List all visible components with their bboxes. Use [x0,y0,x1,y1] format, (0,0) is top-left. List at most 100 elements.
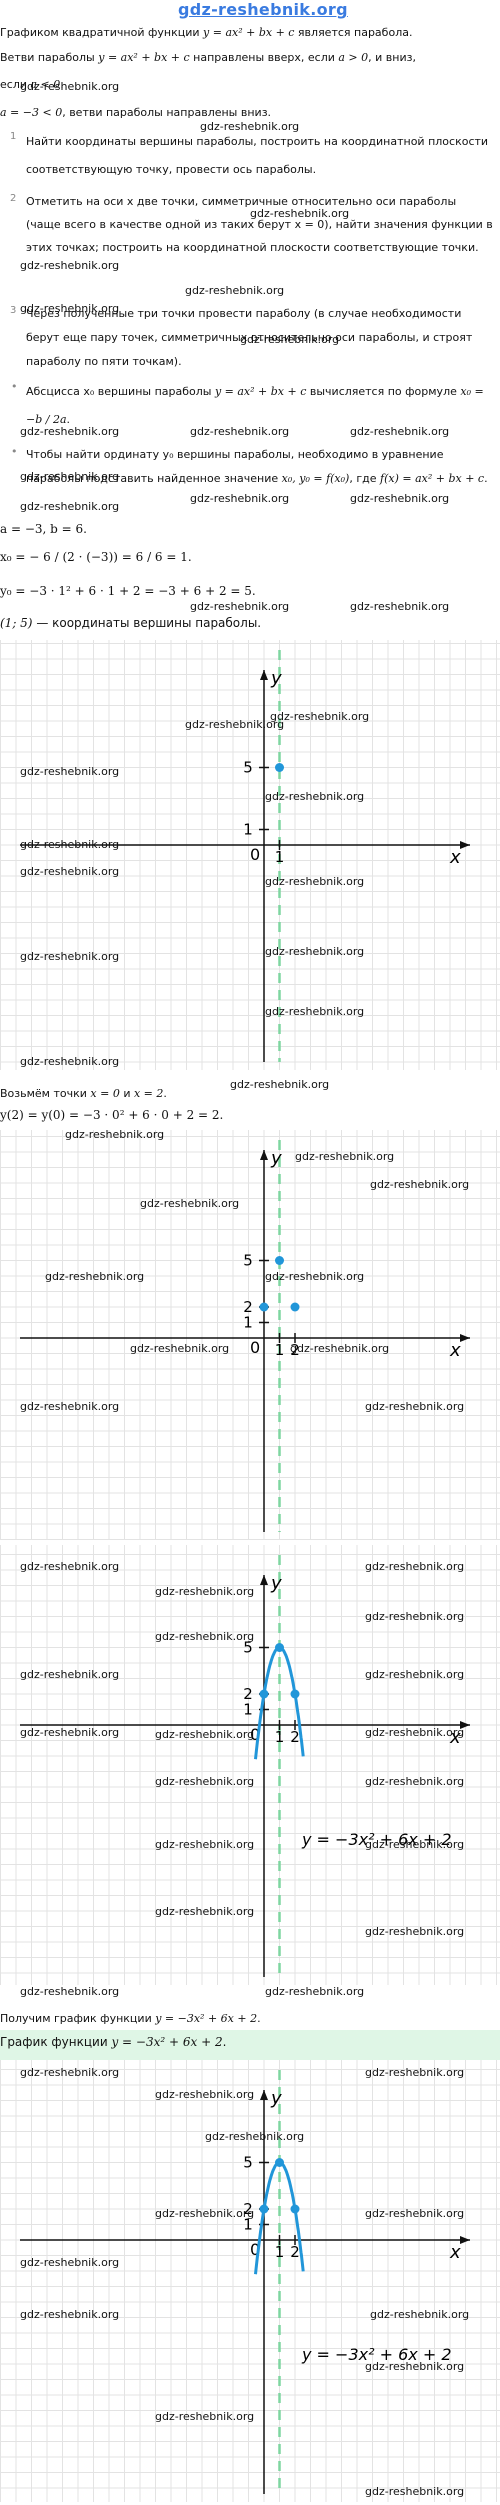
calc-x0: x₀ = − 6 / (2 · (−3)) = 6 / 6 = 1. [0,550,192,564]
formula: a = −3 < 0 [0,106,63,119]
formula: x₀, y₀ = f(x₀) [281,472,350,485]
formula: x = 2 [133,1087,164,1100]
watermark: gdz-reshebnik.org [20,765,120,778]
y-tick-label: 1 [243,2216,253,2234]
x-tick-label: 2 [290,2243,300,2261]
y-tick-label: 2 [243,2200,253,2218]
site-title[interactable]: gdz-reshebnik.org [178,0,348,19]
calc-y0: y₀ = −3 · 1² + 6 · 1 + 2 = −3 + 6 + 2 = … [0,584,256,598]
bullet-dot: • [11,445,18,458]
intro-text: , ветви параболы направлены вниз. [62,106,272,119]
watermark: gdz-reshebnik.org [370,2308,470,2321]
watermark: gdz-reshebnik.org [365,2485,465,2498]
take-points-text: Возьмём точки [0,1087,91,1100]
watermark: gdz-reshebnik.org [20,1400,120,1413]
y-axis-arrow [260,1150,268,1160]
bullet-text-part: , где [349,472,380,485]
step-number: 2 [10,193,17,204]
watermark: gdz-reshebnik.org [365,1925,465,1938]
origin-label: 0 [250,1725,260,1744]
watermark: gdz-reshebnik.org [365,1560,465,1573]
y-tick-label: 1 [243,821,253,839]
formula: y = −3x² + 6x + 2 [111,2035,223,2049]
intro-text: направлены вверх, если [189,51,339,64]
watermark: gdz-reshebnik.org [185,718,285,731]
result-text: Получим график функции [0,2012,156,2025]
formula: y = −3x² + 6x + 2 [155,2012,258,2025]
formula: (1; 5) [0,616,33,630]
formula: a > 0 [338,51,369,64]
formula: a < 0 [30,78,61,91]
watermark: gdz-reshebnik.org [130,1342,230,1355]
watermark: gdz-reshebnik.org [185,284,285,297]
watermark: gdz-reshebnik.org [20,1055,120,1068]
watermark: gdz-reshebnik.org [365,1668,465,1681]
x-axis-label: x [449,1727,461,1748]
intro-text: если [0,78,31,91]
answer-line: График функции y = −3x² + 6x + 2. [0,2035,226,2049]
watermark: gdz-reshebnik.org [20,2256,120,2269]
bullet-text: Чтобы найти ординату y₀ вершины параболы… [26,443,494,491]
x-axis-arrow [460,841,470,849]
result-line: Получим график функции y = −3x² + 6x + 2… [0,2010,495,2027]
intro-text: . [60,78,64,91]
watermark: gdz-reshebnik.org [265,790,365,803]
result-text: . [257,2012,261,2025]
step-text: Отметить на оси x две точки, симметричны… [26,195,493,254]
parabola-curve [254,2161,305,2275]
watermark: gdz-reshebnik.org [205,2130,305,2143]
origin-label: 0 [250,845,260,864]
answer-text: . [222,2035,227,2049]
watermark: gdz-reshebnik.org [265,1985,365,1998]
bullet-text-part: Абсцисса x₀ вершины параболы [26,385,215,398]
take-points-equation: y(2) = y(0) = −3 · 0² + 6 · 0 + 2 = 2. [0,1108,224,1122]
plot-point [275,763,284,772]
x-tick-label: 2 [290,1341,300,1359]
bullet-text-part: . [66,413,71,426]
curve-label: y = −3x² + 6x + 2 [301,1830,452,1849]
watermark: gdz-reshebnik.org [365,2066,465,2079]
watermark: gdz-reshebnik.org [20,259,120,272]
formula: x₀ = −b / 2a [26,385,484,426]
watermark: gdz-reshebnik.org [190,425,290,438]
watermark: gdz-reshebnik.org [20,425,120,438]
intro-line-4: a = −3 < 0, ветви параболы направлены вн… [0,104,495,121]
watermark: gdz-reshebnik.org [20,1668,120,1681]
watermark: gdz-reshebnik.org [365,2207,465,2220]
y-axis-arrow [260,2090,268,2100]
watermark: gdz-reshebnik.org [265,1270,365,1283]
watermark: gdz-reshebnik.org [20,950,120,963]
watermark: gdz-reshebnik.org [350,492,450,505]
watermark: gdz-reshebnik.org [250,207,350,220]
y-tick-label: 5 [243,1639,253,1657]
origin-label: 0 [250,2240,260,2259]
watermark: gdz-reshebnik.org [20,838,120,851]
watermark: gdz-reshebnik.org [155,1585,255,1598]
watermark: gdz-reshebnik.org [20,1726,120,1739]
y-axis-label: y [270,1573,282,1594]
origin-label: 0 [250,1338,260,1357]
bullet-text-part: Чтобы найти ординату y₀ вершины параболы… [26,448,444,485]
y-tick-label: 1 [243,1314,253,1332]
watermark: gdz-reshebnik.org [190,600,290,613]
step-item: 3 Через полученные три точки провести па… [0,302,495,374]
intro-text: , и вниз, [368,51,416,64]
intro-line-3: если a < 0. [0,76,495,93]
watermark: gdz-reshebnik.org [20,80,120,93]
x-tick-label: 1 [275,1341,285,1359]
watermark: gdz-reshebnik.org [365,1775,465,1788]
intro-line-2: Ветви параболы y = ax² + bx + c направле… [0,49,495,66]
watermark: gdz-reshebnik.org [155,1775,255,1788]
watermark: gdz-reshebnik.org [295,1150,395,1163]
y-tick-label: 2 [243,1298,253,1316]
calc-ab: a = −3, b = 6. [0,522,87,536]
y-axis-label: y [270,668,282,689]
watermark: gdz-reshebnik.org [200,120,300,133]
watermark: gdz-reshebnik.org [365,1726,465,1739]
watermark: gdz-reshebnik.org [155,1905,255,1918]
y-tick-label: 2 [243,1685,253,1703]
